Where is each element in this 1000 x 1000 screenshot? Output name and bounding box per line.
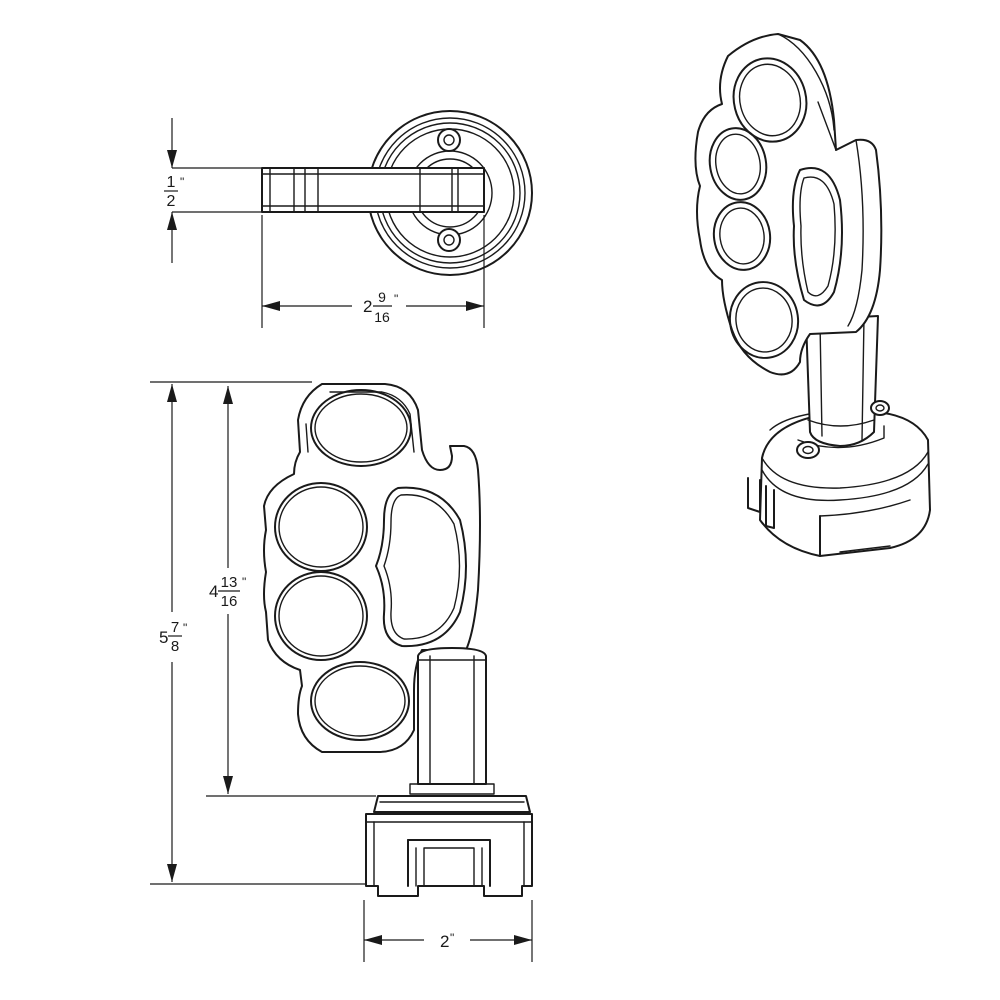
dim-overall-height-unit: "	[183, 621, 187, 635]
dim-base-width-label: 2 "	[440, 931, 454, 951]
dim-lever-height-den: 16	[221, 593, 238, 610]
dim-thickness	[167, 118, 262, 263]
dim-overall-height-num: 7	[171, 619, 179, 636]
top-view	[167, 110, 533, 328]
iso-view	[694, 33, 931, 557]
dim-depth-num: 9	[378, 289, 386, 305]
screw-bottom	[437, 228, 461, 252]
dim-base-width	[363, 900, 533, 962]
dim-thickness-num: 1	[167, 174, 176, 191]
dim-depth-label: 2 9 16 "	[363, 289, 398, 325]
screw-top	[437, 128, 461, 152]
dim-depth-whole: 2	[363, 297, 372, 316]
dim-lever-height-unit: "	[242, 575, 246, 589]
dim-depth	[261, 215, 485, 328]
dim-thickness-unit: "	[180, 175, 184, 189]
iso-spindle	[797, 315, 885, 449]
dim-depth-unit: "	[394, 292, 398, 306]
iso-screw-left	[796, 441, 820, 459]
dim-overall-height	[150, 381, 366, 885]
dim-thickness-label: 1 2 "	[164, 174, 184, 210]
spindle	[409, 647, 495, 795]
dim-depth-den: 16	[374, 309, 390, 325]
iso-screw-right	[870, 400, 890, 416]
dim-lever-height-label: 4 13 16 "	[209, 574, 246, 610]
dim-overall-height-whole: 5	[159, 628, 168, 647]
lever-bar-top	[261, 167, 485, 213]
dim-overall-height-den: 8	[171, 638, 179, 655]
dim-lever-height-whole: 4	[209, 582, 218, 601]
dim-lever-height	[206, 386, 376, 797]
palm-grip	[375, 486, 467, 648]
dim-base-width-unit: "	[450, 931, 454, 945]
dim-overall-height-label: 5 7 8 "	[159, 619, 187, 655]
iso-knuckle-plate	[694, 33, 883, 376]
front-view	[150, 381, 533, 962]
dim-lever-height-num: 13	[221, 574, 238, 591]
dim-thickness-den: 2	[167, 193, 176, 210]
dim-base-width-whole: 2	[440, 932, 449, 951]
base-front	[365, 795, 533, 897]
